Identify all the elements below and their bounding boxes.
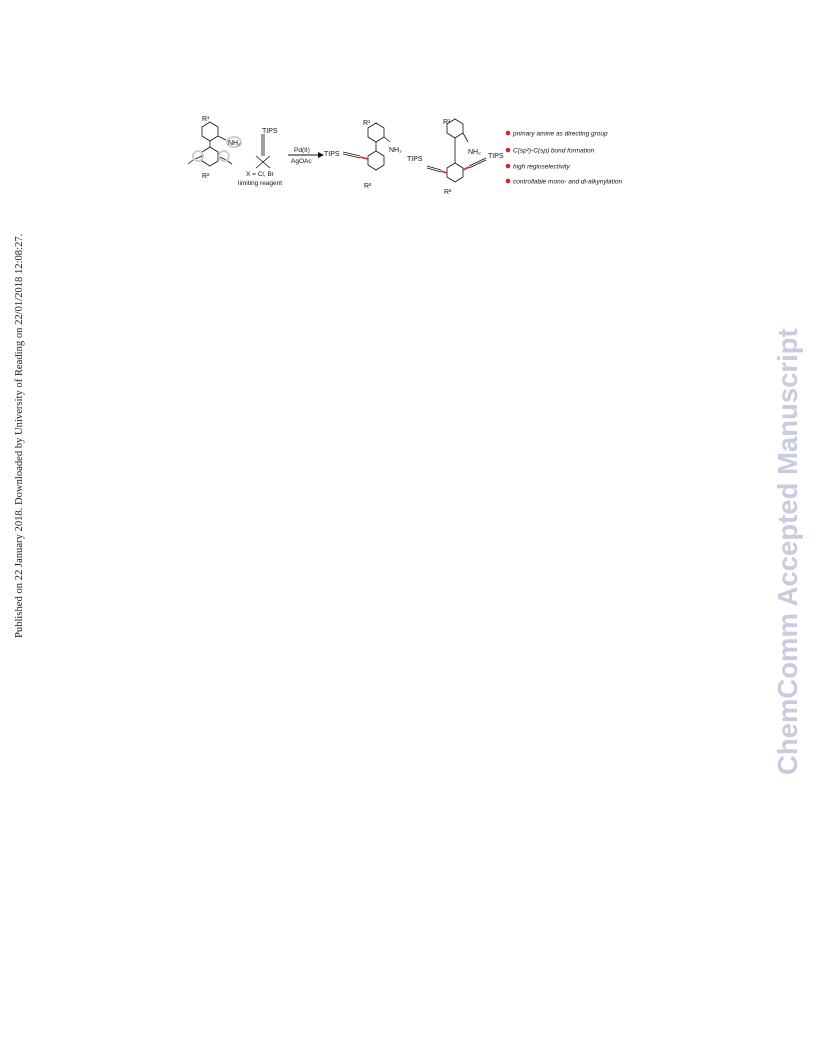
additive-label: AgOAc — [291, 158, 312, 165]
feature-1: primary amine as directing group — [512, 131, 608, 138]
alkyne-reagent — [255, 134, 271, 169]
r1-label-mono: R¹ — [363, 120, 371, 127]
di-lower-ring — [446, 162, 464, 183]
accepted-manuscript-watermark: ChemComm Accepted Manuscript — [768, 270, 810, 780]
feature-4: controllable mono- and di-alkynylation — [513, 179, 623, 186]
feature-bullet — [505, 163, 511, 169]
feature-bullet — [505, 178, 511, 184]
publication-stamp: Published on 22 January 2018. Downloaded… — [3, 233, 25, 638]
r2-label-mono: R² — [364, 183, 372, 190]
limiting-reagent-label: limiting reagent — [238, 180, 282, 187]
amine-highlight — [226, 136, 242, 148]
di-new-bond-right — [462, 166, 470, 171]
starting-material — [187, 121, 242, 167]
r2-label-di: R² — [444, 189, 452, 196]
watermark-text: ChemComm Accepted Manuscript — [772, 328, 803, 775]
di-new-bond-left — [440, 170, 448, 174]
reaction-scheme: R¹ NH₂ R² TIPS X = Cl, Br limiting reage… — [187, 116, 623, 196]
mono-lower-ring — [367, 150, 385, 171]
mono-new-bond — [359, 156, 369, 160]
reagent-tips-label: TIPS — [262, 128, 278, 135]
tips-label-di-left: TIPS — [407, 156, 423, 163]
r2-label-start: R² — [202, 173, 210, 180]
r1-label-di: R¹ — [443, 119, 451, 126]
r1-label-start: R¹ — [202, 116, 210, 123]
amine-label-start: NH₂ — [228, 140, 241, 147]
tips-label-di-right: TIPS — [488, 153, 504, 160]
amine-label-di: NH₂ — [468, 149, 481, 156]
graphical-abstract: R¹ NH₂ R² TIPS X = Cl, Br limiting reage… — [180, 112, 640, 202]
lower-ring — [201, 146, 219, 167]
feature-bullet — [505, 130, 511, 136]
leaving-group-label: X = Cl, Br — [246, 171, 275, 178]
upper-ring — [201, 121, 219, 142]
feature-bullet — [505, 147, 511, 153]
catalyst-label: Pd(II) — [294, 147, 310, 154]
di-product — [426, 118, 487, 183]
mono-product — [342, 122, 391, 171]
mono-upper-ring — [367, 122, 385, 143]
reaction-arrow — [288, 152, 324, 158]
publication-stamp-text: Published on 22 January 2018. Downloaded… — [14, 233, 25, 638]
tips-label-mono: TIPS — [324, 151, 340, 158]
amine-label-mono: NH₂ — [389, 147, 402, 154]
feature-list: primary amine as directing group C(sp²)-… — [505, 130, 623, 186]
feature-3: high regioselectivity — [513, 164, 570, 171]
feature-2: C(sp²)-C(sp) bond formation — [513, 148, 595, 155]
